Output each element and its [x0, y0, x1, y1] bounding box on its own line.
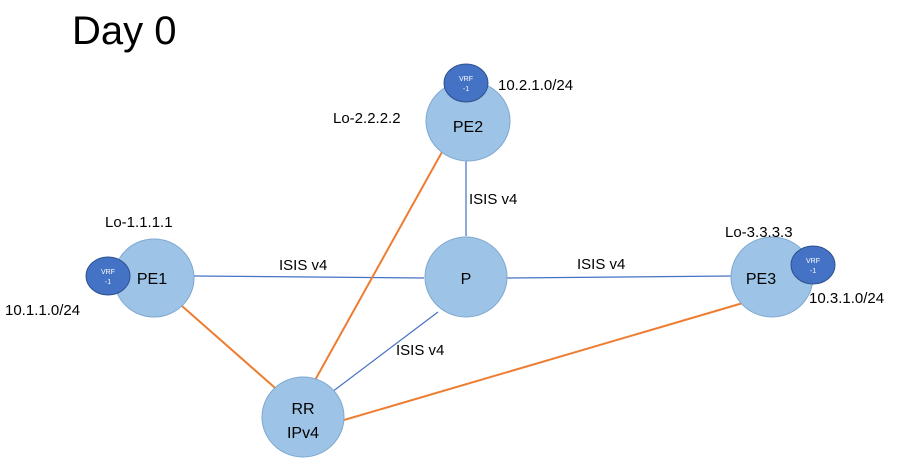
vrf-pe3[interactable]: VRF -1	[790, 245, 836, 285]
prefix-pe1: 10.1.1.0/24	[5, 302, 80, 319]
vrf-pe2-circle[interactable]	[443, 63, 489, 103]
link-label-p-rr: ISIS v4	[396, 342, 444, 359]
node-rr[interactable]: RR IPv4	[261, 376, 345, 458]
node-rr-label-line2: IPv4	[287, 425, 319, 442]
vrf-pe2-label-line1: VRF	[459, 76, 473, 83]
node-pe2-label: PE2	[453, 119, 483, 136]
bgp-session-pe3-rr	[343, 297, 761, 421]
link-label-p-pe3: ISIS v4	[577, 256, 625, 273]
link-label-pe2-p: ISIS v4	[469, 191, 517, 208]
node-rr-label-line1: RR	[291, 401, 314, 418]
igp-links	[193, 160, 733, 393]
node-rr-circle[interactable]	[261, 376, 345, 458]
prefix-pe2: 10.2.1.0/24	[498, 77, 573, 94]
vrf-pe2-label-line2: -1	[463, 86, 469, 93]
diagram-title: Day 0	[72, 9, 177, 53]
vrf-pe1[interactable]: VRF -1	[85, 256, 131, 296]
vrf-pe2[interactable]: VRF -1	[443, 63, 489, 103]
node-pe1[interactable]: PE1	[113, 238, 195, 318]
bgp-session-pe1-rr	[181, 305, 283, 395]
link-pe1-p	[193, 275, 425, 279]
loopback-pe3: Lo-3.3.3.3	[725, 224, 793, 241]
vrf-pe3-label-line2: -1	[810, 268, 816, 275]
node-pe1-label: PE1	[137, 271, 167, 288]
loopback-pe1: Lo-1.1.1.1	[105, 214, 173, 231]
node-p-label: P	[461, 271, 472, 288]
prefix-pe3: 10.3.1.0/24	[809, 290, 884, 307]
vrf-pe3-label-line1: VRF	[806, 258, 820, 265]
node-p-circle[interactable]	[424, 236, 508, 318]
vrf-pe1-label-line2: -1	[105, 279, 111, 286]
link-p-pe3	[505, 275, 733, 279]
node-p[interactable]: P	[424, 236, 508, 318]
loopback-pe2: Lo-2.2.2.2	[333, 110, 401, 127]
node-pe2[interactable]: PE2	[425, 80, 511, 162]
link-label-pe1-p: ISIS v4	[279, 257, 327, 274]
bgp-links	[181, 151, 761, 421]
vrf-pe3-circle[interactable]	[790, 245, 836, 285]
node-pe3-label: PE3	[746, 271, 776, 288]
link-p-rr	[331, 311, 439, 393]
vrf-pe1-label-line1: VRF	[101, 269, 115, 276]
bgp-session-pe2-rr	[313, 151, 443, 383]
vrf-pe1-circle[interactable]	[85, 256, 131, 296]
